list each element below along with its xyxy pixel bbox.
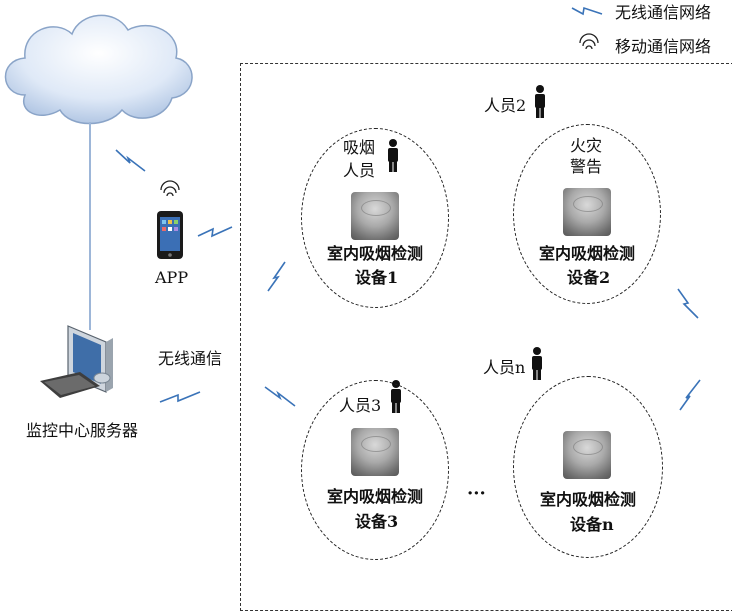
app-label: APP [155, 268, 189, 287]
phone-icon [157, 211, 183, 259]
group-ellipse-n [513, 376, 663, 558]
group3-person-label: 人员3 [339, 396, 382, 415]
group3-device-line1: 室内吸烟检测 [327, 487, 424, 506]
group2-device-line2: 设备2 [567, 268, 611, 287]
bolt-app-region [197, 226, 233, 238]
groupn-device-line1: 室内吸烟检测 [540, 490, 637, 509]
group3-device-line2: 设备3 [355, 512, 399, 531]
mobile-signal-icon [160, 180, 180, 197]
bolt-server [159, 391, 201, 403]
group2-device-line1: 室内吸烟检测 [539, 244, 636, 263]
legend-mobile-icon [579, 33, 599, 50]
server-label: 监控中心服务器 [26, 421, 139, 440]
groupn-device-line2: 设备n [570, 515, 614, 534]
wireless-comm-label: 无线通信 [158, 349, 223, 368]
ellipsis: ··· [467, 483, 486, 504]
bolt-device1 [267, 261, 286, 292]
smoke-detector-icon-n [563, 431, 611, 479]
personn-label: 人员n [483, 358, 526, 377]
bolt-devicen [679, 379, 701, 411]
smoke-detector-icon-1 [351, 192, 399, 240]
group1-device-line1: 室内吸烟检测 [327, 244, 424, 263]
legend-wireless-label: 无线通信网络 [615, 3, 712, 22]
bolt-device2 [677, 288, 699, 319]
bolt-cloud-app [115, 149, 146, 172]
group1-person-label: 吸烟 人员 [343, 138, 376, 181]
cloud-icon [4, 14, 193, 125]
group2-alert-label: 火灾 警告 [570, 136, 603, 176]
legend-wireless-icon [571, 6, 603, 16]
person2-label: 人员2 [484, 96, 527, 115]
legend-mobile-label: 移动通信网络 [615, 37, 712, 56]
person-icon-n [532, 347, 542, 380]
group1-device-line2: 设备1 [355, 268, 399, 287]
group-ellipse-3 [301, 380, 449, 560]
indoor-region-border [240, 63, 732, 611]
group-ellipse-1 [301, 128, 449, 308]
person-icon-2 [535, 85, 545, 118]
smoke-detector-icon-2 [563, 188, 611, 236]
smoke-detector-icon-3 [351, 428, 399, 476]
wireless-links [115, 6, 701, 411]
server-computer-icon [40, 325, 113, 398]
group-ellipse-2 [513, 124, 661, 304]
bolt-device3 [264, 386, 296, 407]
